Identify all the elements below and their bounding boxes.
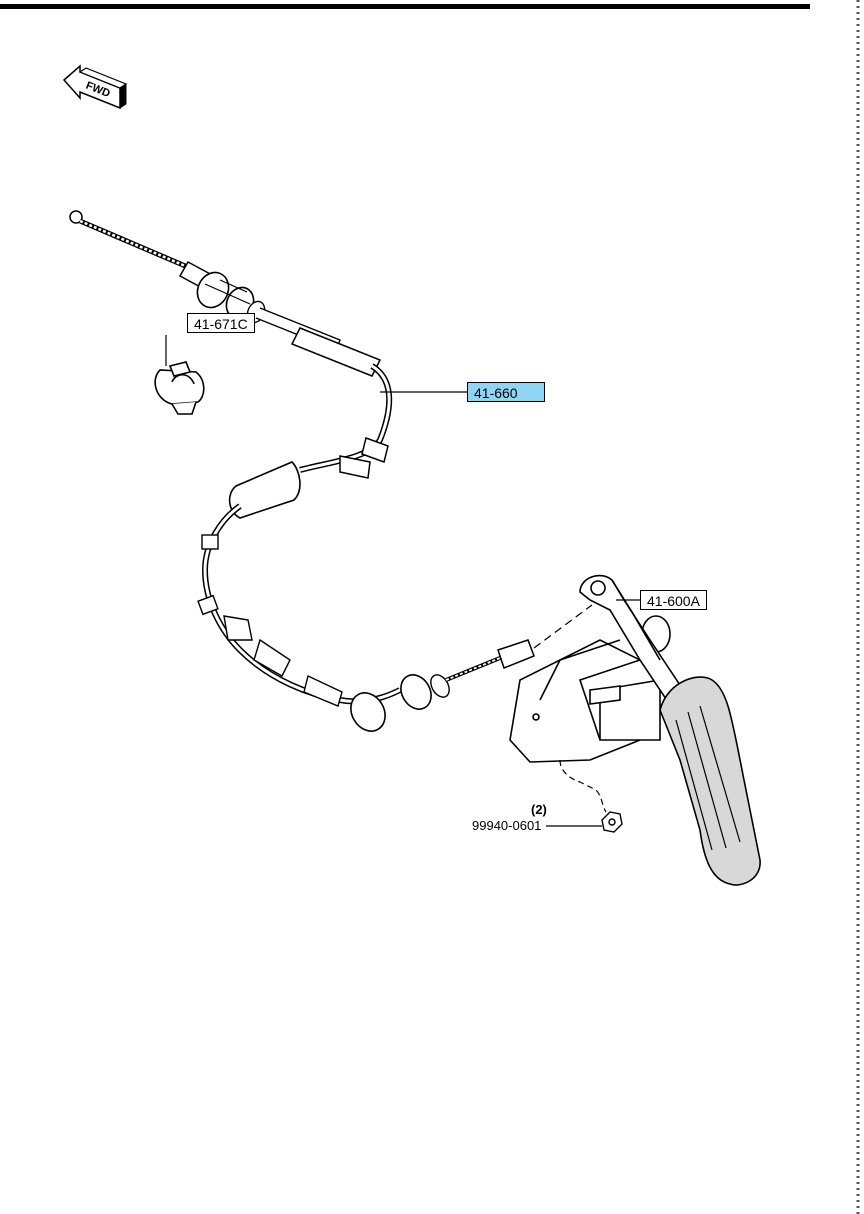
nut-dashed-leader <box>559 759 607 813</box>
cable-clip <box>154 361 205 415</box>
fwd-arrow-icon: FWD <box>62 64 128 110</box>
nut-quantity: (2) <box>531 802 547 817</box>
accelerator-pedal <box>509 574 761 886</box>
top-border <box>0 4 810 9</box>
accelerator-cable <box>69 210 593 732</box>
cable-end-ball <box>69 210 83 224</box>
part-label-nut[interactable]: 99940-0601 <box>472 818 542 833</box>
leader-lines <box>165 335 640 827</box>
part-label-clip[interactable]: 41-671C <box>187 313 255 333</box>
part-label-pedal[interactable]: 41-600A <box>640 590 707 610</box>
part-label-cable[interactable]: 41-660 <box>467 382 545 402</box>
flange-nut <box>601 811 623 833</box>
pedal-arm-hole <box>590 580 606 596</box>
